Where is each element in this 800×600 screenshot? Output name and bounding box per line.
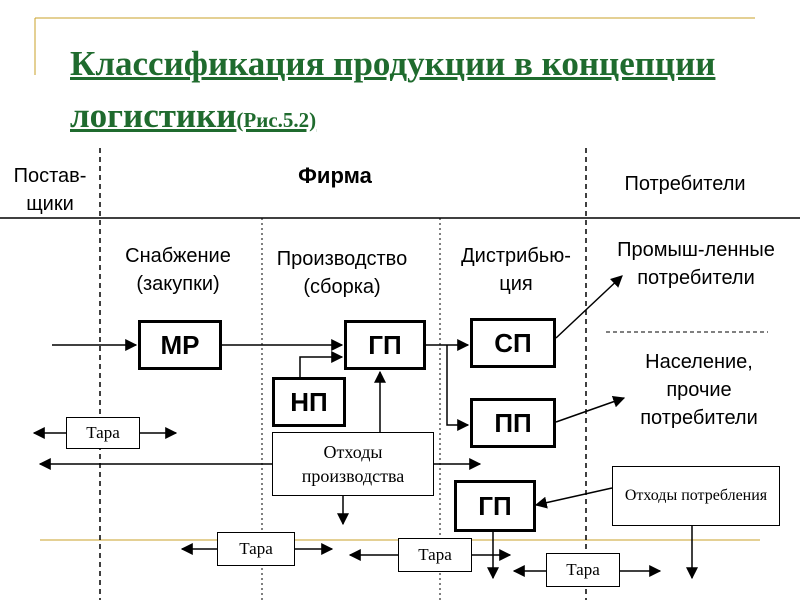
arrow-pp-population <box>555 395 626 423</box>
label-production: Производство (сборка) <box>276 248 408 298</box>
arrow-consumption-waste-gp <box>534 487 613 509</box>
label-supply: Снабжение (закупки) <box>125 245 231 295</box>
box-mr: МР <box>138 320 222 370</box>
label-population-consumers: Население, прочие потребители <box>640 351 758 429</box>
tara-box-1: Тара <box>66 417 140 449</box>
title-main: Классификация продукции в концепции логи… <box>70 44 716 135</box>
box-consumption-waste: Отходы потребления <box>612 466 780 526</box>
box-production-waste: Отходы производства <box>272 432 434 496</box>
label-suppliers: Постав-щики <box>13 165 87 215</box>
box-pp: ПП <box>470 398 556 448</box>
slide-title: Классификация продукции в концепции логи… <box>70 38 770 146</box>
arrow-gp-pp <box>446 345 470 431</box>
title-ref: (Рис.5.2) <box>236 108 317 132</box>
tara-box-3: Тара <box>398 538 472 572</box>
label-industrial-consumers: Промыш-ленные потребители <box>617 239 775 289</box>
tara-box-4: Тара <box>546 553 620 587</box>
box-gp-returns: ГП <box>454 480 536 532</box>
label-consumers: Потребители <box>624 173 746 195</box>
box-sp: СП <box>470 318 556 368</box>
box-gp-production: ГП <box>344 320 426 370</box>
arrow-sp-industrial <box>555 275 623 339</box>
box-np: НП <box>272 377 346 427</box>
arrow-np-gp <box>299 351 344 377</box>
label-firm: Фирма <box>298 163 372 188</box>
label-distribution: Дистрибью-ция <box>461 245 571 295</box>
tara-box-2: Тара <box>217 532 295 566</box>
